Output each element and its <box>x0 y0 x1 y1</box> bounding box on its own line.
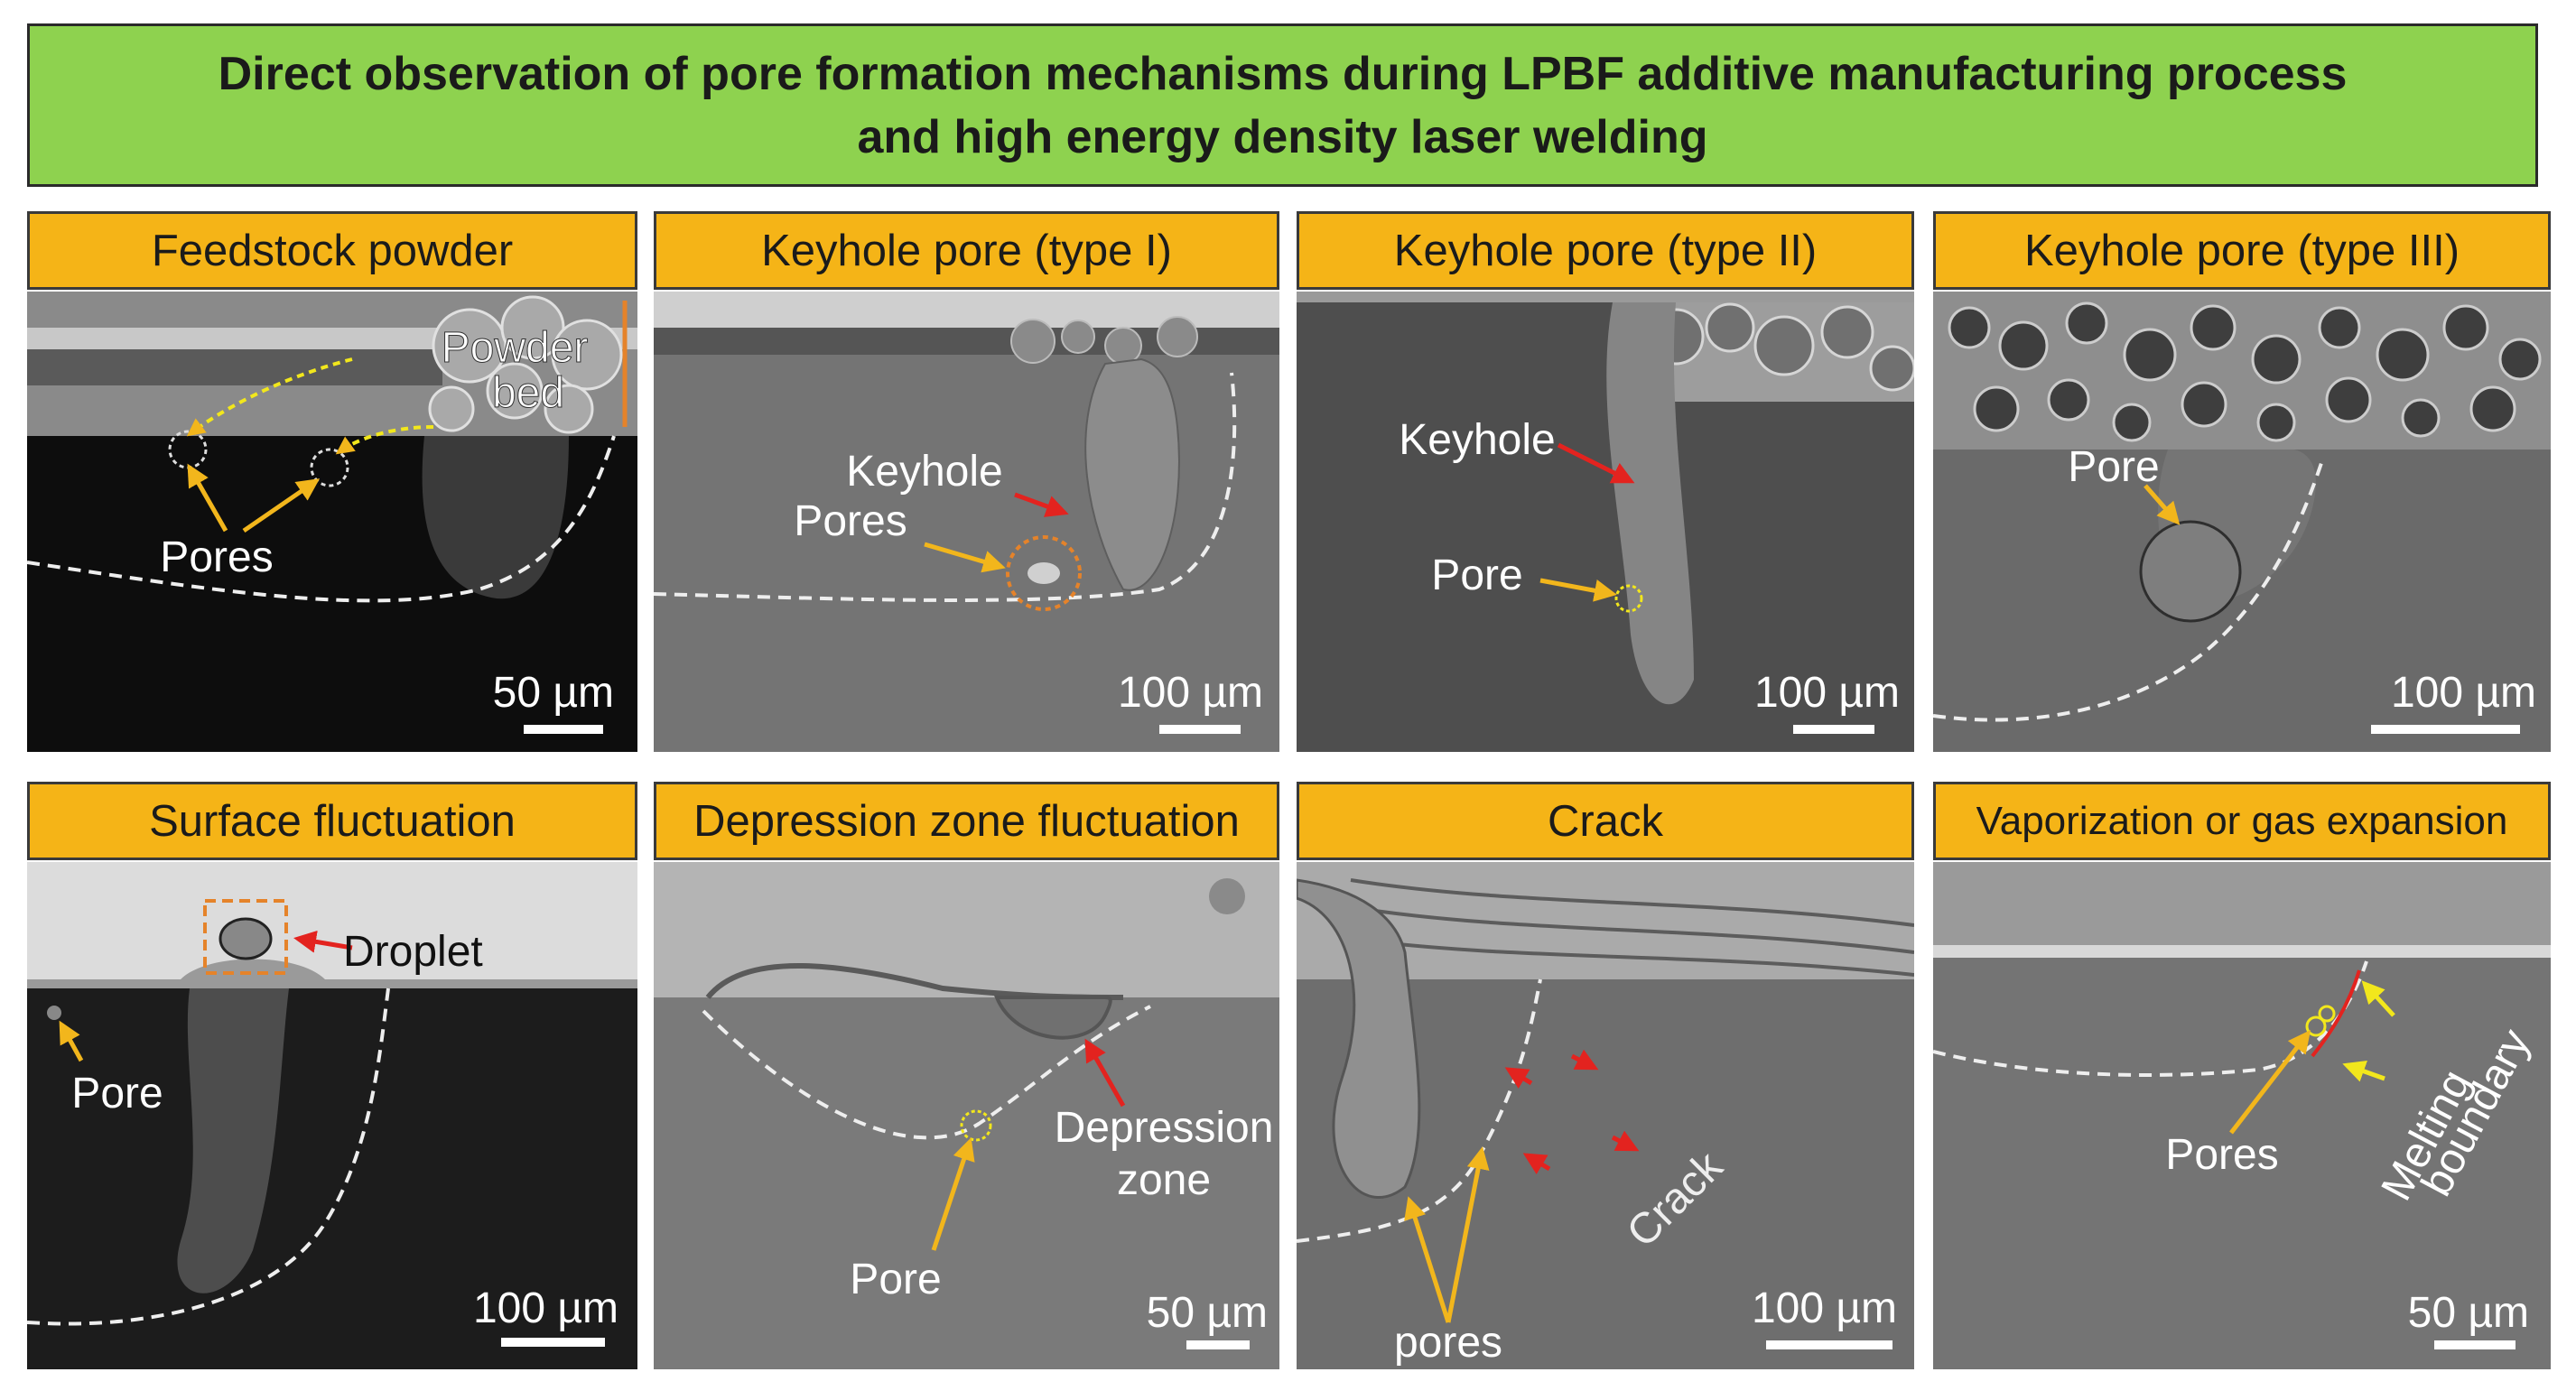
label-pores: Pores <box>794 497 907 545</box>
panel-keyhole-type-3: Keyhole pore (type III) Pore 100 µm <box>1933 211 2551 752</box>
pore-marker <box>2139 520 2242 623</box>
panel-crack: Crack Crack pores 100 µm <box>1297 782 1914 1369</box>
scale-bar-label: 100 µm <box>2391 669 2536 717</box>
micrograph: Pores Melting boundary 50 µm <box>1933 862 2551 1369</box>
panel-header: Feedstock powder <box>27 211 637 290</box>
scale-bar <box>501 1338 605 1347</box>
label-keyhole: Keyhole <box>1399 416 1555 464</box>
panel-header: Vaporization or gas expansion <box>1933 782 2551 860</box>
panel-header: Crack <box>1297 782 1914 860</box>
scale-bar-label: 50 µm <box>493 669 614 717</box>
title-banner: Direct observation of pore formation mec… <box>27 23 2538 187</box>
pore-marker <box>1006 535 1082 611</box>
scale-bar <box>1793 725 1874 734</box>
panel-header: Keyhole pore (type III) <box>1933 211 2551 290</box>
micrograph: Keyhole Pore 100 µm <box>1297 292 1914 752</box>
label-pores: Pores <box>2165 1131 2278 1179</box>
label-depression: Depression <box>1055 1104 1274 1152</box>
label-pores: Pores <box>160 533 273 581</box>
panel-keyhole-type-1: Keyhole pore (type I) Keyhole Pores 100 … <box>654 211 1279 752</box>
scale-bar <box>2434 1340 2516 1349</box>
scale-bar-label: 100 µm <box>1752 1284 1897 1332</box>
label-powder: Powder <box>442 324 589 372</box>
panel-surface-fluctuation: Surface fluctuation Droplet Pore 100 µm <box>27 782 637 1369</box>
scale-bar-label: 100 µm <box>473 1284 618 1332</box>
micrograph: Keyhole Pores 100 µm <box>654 292 1279 752</box>
label-droplet: Droplet <box>343 928 483 976</box>
droplet-box <box>203 899 288 975</box>
label-zone: zone <box>1117 1156 1211 1204</box>
micrograph: Depression zone Pore 50 µm <box>654 862 1279 1369</box>
micrograph: Crack pores 100 µm <box>1297 862 1914 1369</box>
panel-keyhole-type-2: Keyhole pore (type II) Keyhole Pore 100 … <box>1297 211 1914 752</box>
label-pore: Pore <box>1431 552 1522 599</box>
pore-marker-2 <box>310 448 349 487</box>
label-pore: Pore <box>2068 443 2159 491</box>
scale-bar <box>1186 1340 1250 1349</box>
title-line-1: Direct observation of pore formation mec… <box>218 47 2348 100</box>
scale-bar-label: 50 µm <box>1147 1289 1268 1337</box>
panel-depression-zone-fluctuation: Depression zone fluctuation Depression z… <box>654 782 1279 1369</box>
panel-header: Keyhole pore (type I) <box>654 211 1279 290</box>
label-pore: Pore <box>850 1256 941 1303</box>
scale-bar <box>2371 725 2520 734</box>
scale-bar <box>1159 725 1241 734</box>
scale-bar-label: 100 µm <box>1118 669 1263 717</box>
scale-bar-label: 100 µm <box>1754 669 1900 717</box>
scale-bar <box>524 725 603 734</box>
panel-vaporization-gas-expansion: Vaporization or gas expansion Pores Melt… <box>1933 782 2551 1369</box>
micrograph: Pore 100 µm <box>1933 292 2551 752</box>
title-line-2: and high energy density laser welding <box>857 110 1708 163</box>
scale-bar <box>1766 1340 1892 1349</box>
pore-marker <box>960 1109 992 1142</box>
label-keyhole: Keyhole <box>846 448 1002 496</box>
panel-header: Depression zone fluctuation <box>654 782 1279 860</box>
micrograph: Droplet Pore 100 µm <box>27 862 637 1369</box>
label-pore: Pore <box>71 1070 163 1117</box>
label-pores: pores <box>1394 1319 1502 1367</box>
panel-feedstock-powder: Feedstock powder Powder bed Pores <box>27 211 637 752</box>
figure-title: Direct observation of pore formation mec… <box>219 42 2348 169</box>
micrograph: Powder bed Pores 50 µm <box>27 292 637 752</box>
label-bed: bed <box>492 369 564 417</box>
scale-bar-label: 50 µm <box>2408 1289 2529 1337</box>
panel-header: Surface fluctuation <box>27 782 637 860</box>
panel-header: Keyhole pore (type II) <box>1297 211 1914 290</box>
